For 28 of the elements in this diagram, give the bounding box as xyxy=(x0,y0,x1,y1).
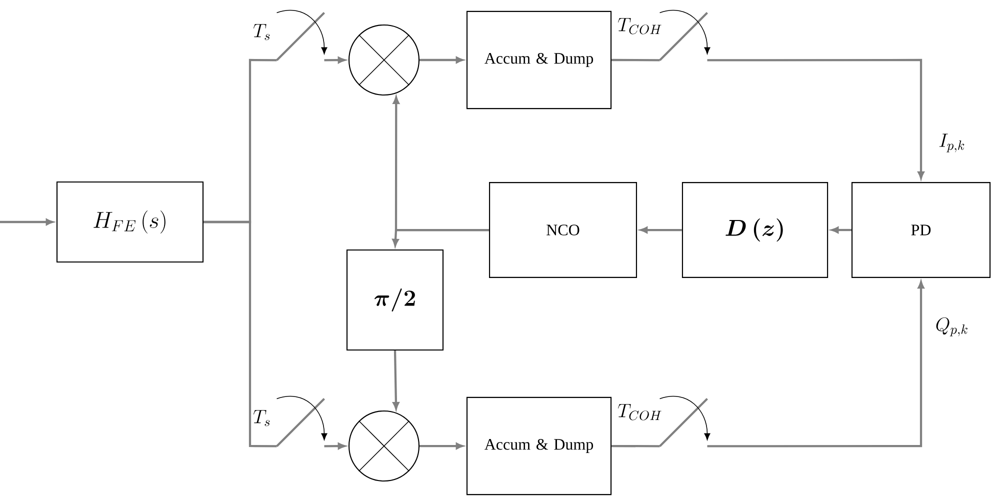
edge-label: $Q_{p,k}$ xyxy=(936,317,968,336)
switch-symbol xyxy=(276,10,328,61)
arrow xyxy=(707,58,924,179)
switch-label: $T_{COH}$ xyxy=(618,404,662,420)
arrow xyxy=(392,228,489,246)
switch-symbol xyxy=(276,396,328,447)
arrow xyxy=(420,56,464,64)
process-box: $D\left(z\right)$ xyxy=(682,182,828,278)
arrow xyxy=(831,226,852,234)
arrow xyxy=(640,226,682,234)
edge-label: $I_{p,k}$ xyxy=(939,134,964,152)
arrow xyxy=(707,281,924,448)
mixer-circle xyxy=(348,24,420,96)
process-box: $\pi/2$ xyxy=(346,249,444,351)
process-box: PD xyxy=(851,182,991,278)
arrow xyxy=(392,350,400,410)
arrow xyxy=(420,442,464,450)
switch-label: $T_s$ xyxy=(254,410,270,426)
switch-label: $T_s$ xyxy=(254,24,270,40)
process-box: Accum & Dump xyxy=(466,10,612,110)
arrow xyxy=(0,218,54,226)
arrow xyxy=(324,56,346,64)
process-box: $H_{FE}\left(s\right)$ xyxy=(56,181,204,263)
switch-label: $T_{COH}$ xyxy=(618,18,662,34)
arrow xyxy=(324,442,346,450)
mixer-circle xyxy=(348,410,420,482)
process-box: Accum & Dump xyxy=(466,396,612,496)
process-box: NCO xyxy=(489,182,638,278)
